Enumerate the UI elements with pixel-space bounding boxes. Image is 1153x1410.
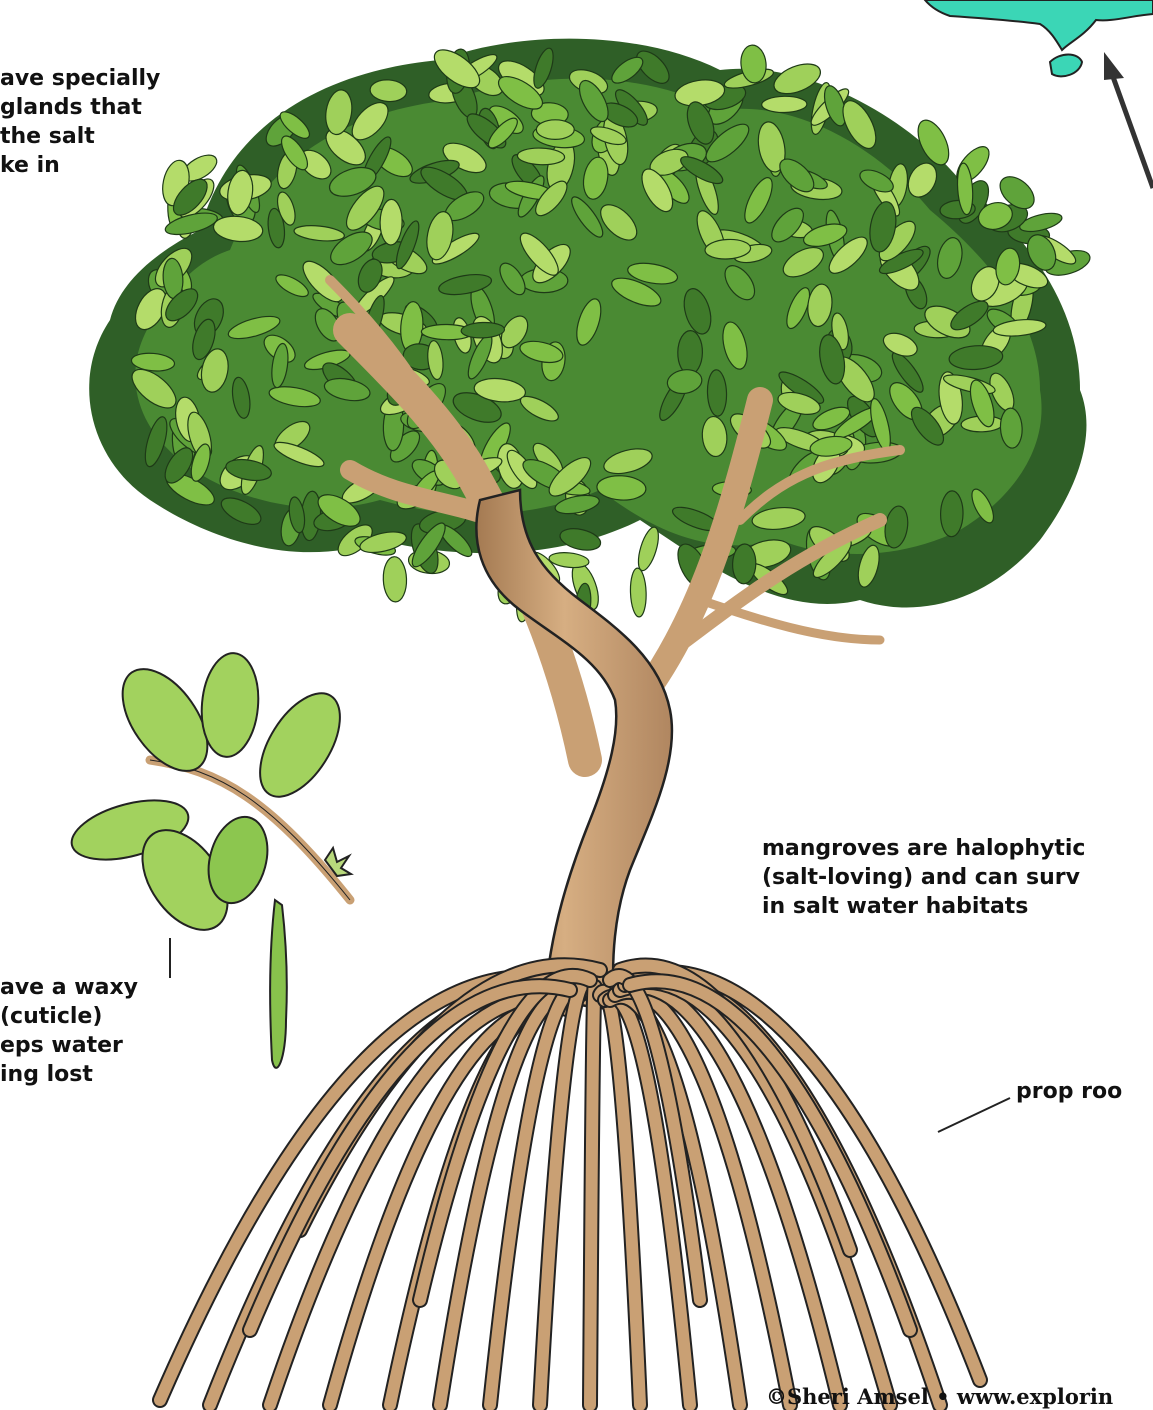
waxy-cuticle-line: ing lost <box>0 1060 138 1089</box>
label-waxy-cuticle: ave a waxy (cuticle)eps watering lost <box>0 973 138 1089</box>
map-fragment-icon <box>925 0 1153 76</box>
arrow-icon <box>1104 52 1153 188</box>
salt-glands-line: ke in <box>0 151 160 180</box>
salt-glands-line: ave specially <box>0 64 160 93</box>
copyright-credit: ©Sheri Amsel • www.explorin <box>766 1384 1113 1409</box>
label-prop-roots: prop roo <box>1016 1077 1122 1106</box>
salt-glands-line: glands that <box>0 93 160 122</box>
label-salt-glands: ave specially glands that the saltke in <box>0 64 160 180</box>
halophytic-line: mangroves are halophytic <box>762 834 1085 863</box>
salt-glands-line: the salt <box>0 122 160 151</box>
waxy-cuticle-line: ave a waxy <box>0 973 138 1002</box>
waxy-cuticle-line: (cuticle) <box>0 1002 138 1031</box>
halophytic-line: in salt water habitats <box>762 892 1085 921</box>
waxy-cuticle-line: eps water <box>0 1031 138 1060</box>
prop-root-leader-line <box>938 1098 1010 1132</box>
label-halophytic: mangroves are halophytic(salt-loving) an… <box>762 834 1085 921</box>
halophytic-line: (salt-loving) and can surv <box>762 863 1085 892</box>
